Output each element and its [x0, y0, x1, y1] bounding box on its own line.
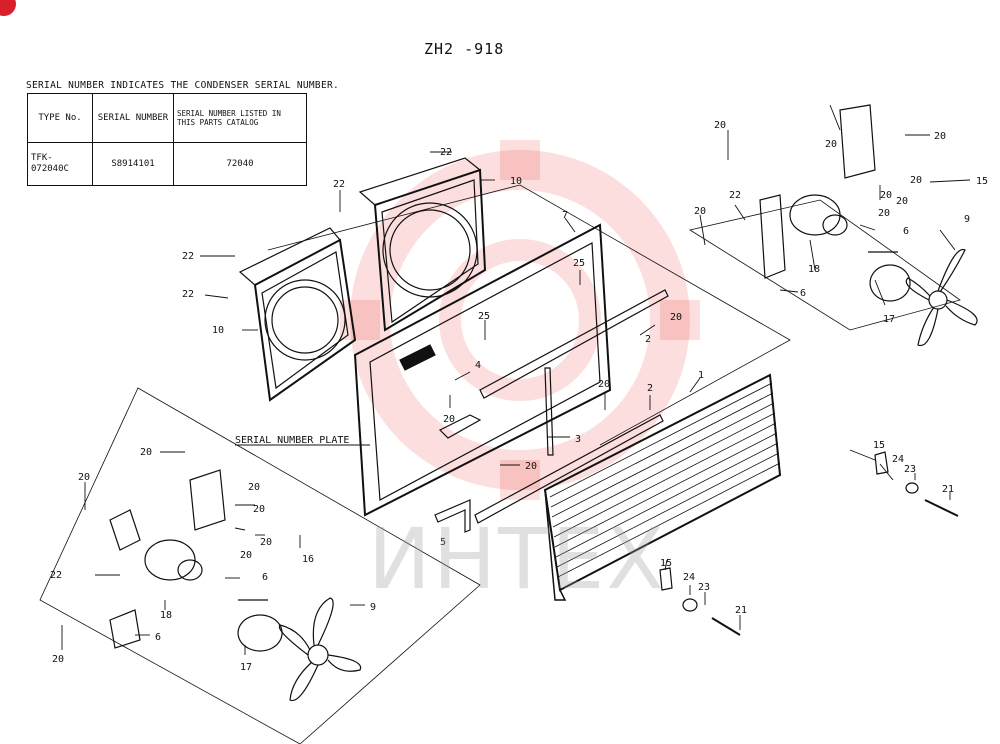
part-label-7: 7 — [562, 210, 568, 221]
part-label-9: 9 — [370, 602, 376, 613]
part-label-17: 17 — [883, 314, 895, 325]
part-label-22: 22 — [729, 190, 741, 201]
part-label-20: 20 — [240, 550, 252, 561]
watermark-gear — [340, 140, 700, 500]
part-label-24: 24 — [892, 454, 904, 465]
part-label-20: 20 — [78, 472, 90, 483]
serial-table-header-row: TYPE No. SERIAL NUMBER SERIAL NUMBER LIS… — [27, 93, 307, 143]
part-label-20: 20 — [694, 206, 706, 217]
serial-cell: S8914101 — [92, 142, 174, 186]
part-label-20: 20 — [525, 461, 537, 472]
part-label-20: 20 — [714, 120, 726, 131]
part-label-23: 23 — [904, 464, 916, 475]
part-label-20: 20 — [260, 537, 272, 548]
part-label-6: 6 — [262, 572, 268, 583]
part-label-10: 10 — [510, 176, 522, 187]
fan-blade-left — [278, 597, 362, 702]
watermark-text: ИНТЕХ — [368, 510, 666, 608]
part-label-6: 6 — [155, 632, 161, 643]
fan-motor-assembly-right — [759, 104, 911, 302]
fan-blade-right — [905, 248, 978, 347]
serial-table-header: SERIAL NUMBER LISTED IN THIS PARTS CATAL… — [173, 93, 307, 143]
fan-motor-assembly-left — [109, 469, 283, 652]
part-label-20: 20 — [896, 196, 908, 207]
fan-shroud-rear — [358, 157, 487, 332]
part-label-2: 2 — [645, 334, 651, 345]
part-label-24: 24 — [683, 572, 695, 583]
part-label-6: 6 — [800, 288, 806, 299]
part-label-20: 20 — [934, 131, 946, 142]
condenser-frame — [353, 223, 612, 517]
part-label-18: 18 — [160, 610, 172, 621]
part-label-20: 20 — [253, 504, 265, 515]
part-label-23: 23 — [698, 582, 710, 593]
part-label-2: 2 — [647, 383, 653, 394]
part-label-25: 25 — [573, 258, 585, 269]
part-label-20: 20 — [52, 654, 64, 665]
part-label-22: 22 — [182, 289, 194, 300]
serial-plate-label: SERIAL NUMBER PLATE — [235, 435, 349, 446]
part-label-22: 22 — [50, 570, 62, 581]
part-label-20: 20 — [878, 208, 890, 219]
part-label-9: 9 — [964, 214, 970, 225]
part-label-20: 20 — [248, 482, 260, 493]
left-mount-plane — [39, 387, 481, 744]
leader-lines — [61, 104, 971, 655]
serial-table: TYPE No. SERIAL NUMBER SERIAL NUMBER LIS… — [27, 93, 307, 186]
part-label-22: 22 — [333, 179, 345, 190]
part-label-20: 20 — [825, 139, 837, 150]
part-label-4: 4 — [475, 360, 481, 371]
callout-labels: SERIAL NUMBER PLATE 1 2 2 3 4 5 6 6 6 6 … — [50, 120, 988, 673]
hardware-bottom — [659, 451, 959, 636]
part-label-18: 18 — [808, 264, 820, 275]
part-label-22: 22 — [182, 251, 194, 262]
part-label-6: 6 — [903, 226, 909, 237]
part-label-1: 1 — [698, 370, 704, 381]
part-label-16: 16 — [302, 554, 314, 565]
part-label-20: 20 — [670, 312, 682, 323]
listed-serial-cell: 72040 — [173, 142, 307, 186]
part-label-5: 5 — [440, 537, 446, 548]
serial-note: SERIAL NUMBER INDICATES THE CONDENSER SE… — [26, 80, 340, 91]
part-label-20: 20 — [443, 414, 455, 425]
part-label-20: 20 — [880, 190, 892, 201]
part-label-10: 10 — [212, 325, 224, 336]
right-mount-plane — [688, 199, 961, 331]
page-title: ZH2 -918 — [424, 40, 505, 58]
part-label-25: 25 — [478, 311, 490, 322]
part-label-22: 22 — [440, 147, 452, 158]
part-label-15: 15 — [660, 558, 672, 569]
fan-shroud-front — [238, 227, 357, 402]
part-label-21: 21 — [942, 484, 954, 495]
side-brackets — [434, 289, 669, 533]
main-plane — [267, 184, 791, 446]
part-label-17: 17 — [240, 662, 252, 673]
type-cell: TFK-072040C — [27, 142, 93, 186]
part-label-15: 15 — [873, 440, 885, 451]
serial-table-row: TFK-072040C S8914101 72040 — [27, 142, 307, 186]
part-label-20: 20 — [598, 379, 610, 390]
part-label-15: 15 — [976, 176, 988, 187]
part-label-20: 20 — [140, 447, 152, 458]
part-label-20: 20 — [910, 175, 922, 186]
part-label-21: 21 — [735, 605, 747, 616]
corner-badge — [0, 0, 16, 16]
part-label-3: 3 — [575, 434, 581, 445]
condenser-core — [543, 373, 782, 601]
